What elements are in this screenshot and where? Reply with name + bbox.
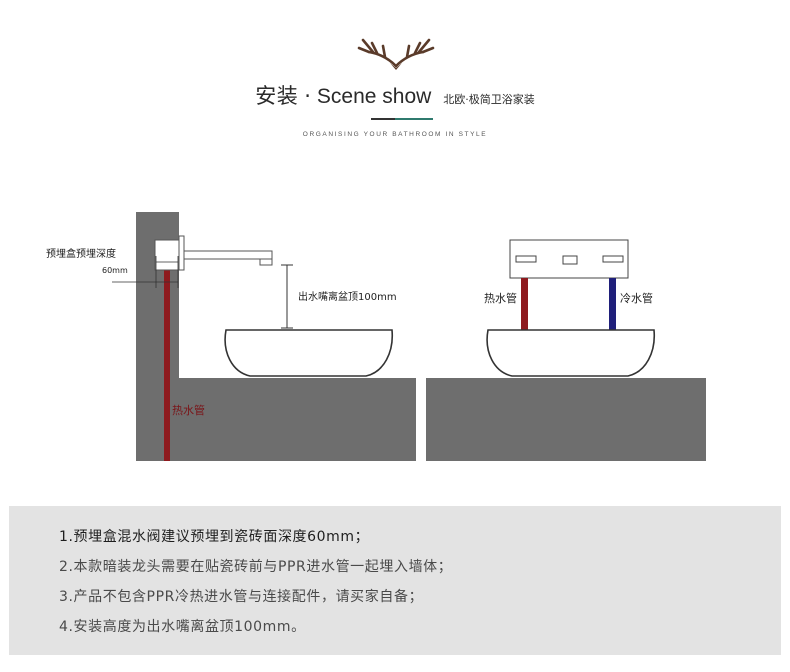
counter-top xyxy=(136,378,416,461)
title-cn: 安装 xyxy=(255,84,299,108)
right-hot-pipe-label: 热水管 xyxy=(484,291,517,305)
note-item: 4.安装高度为出水嘴离盆顶100mm。 xyxy=(59,619,306,635)
embedded-box xyxy=(154,239,180,271)
faucet-outlet xyxy=(259,258,273,266)
installation-diagram: 出水嘴离盆顶100mm 预埋盒预埋深度 60mm 热水管 热水管 冷水管 xyxy=(46,212,706,461)
wash-basin xyxy=(224,329,393,377)
left-installation-diagram: 出水嘴离盆顶100mm 预埋盒预埋深度 60mm 热水管 xyxy=(46,212,416,461)
installation-notes: 1.预埋盒混水阀建议预埋到瓷砖面深度60mm； 2.本款暗装龙头需要在贴瓷砖前与… xyxy=(9,506,781,655)
counter-top-right xyxy=(426,378,706,461)
cold-pipe xyxy=(609,278,616,330)
note-item: 1.预埋盒混水阀建议预埋到瓷砖面深度60mm； xyxy=(59,529,370,545)
faucet-plate xyxy=(178,235,185,271)
height-label: 出水嘴离盆顶100mm xyxy=(298,290,397,303)
antler-icon xyxy=(357,38,435,70)
note-item: 2.本款暗装龙头需要在贴瓷砖前与PPR进水管一起埋入墙体； xyxy=(59,559,453,575)
mixer-spout xyxy=(562,255,578,265)
hot-pipe-right xyxy=(521,278,528,330)
faucet-spout xyxy=(183,250,273,260)
title-dot: · xyxy=(304,84,311,108)
mixer-handle-left xyxy=(515,255,537,263)
mixer-handle-right xyxy=(602,255,624,263)
page-title: 安装 · Scene show 北欧·极简卫浴家装 xyxy=(0,80,790,110)
right-installation-diagram: 热水管 冷水管 xyxy=(426,239,706,461)
note-item: 3.产品不包含PPR冷热进水管与连接配件，请买家自备； xyxy=(59,589,424,605)
title-underline-dark xyxy=(371,118,395,120)
left-hot-pipe-label: 热水管 xyxy=(172,403,205,417)
title-subtitle: 北欧·极简卫浴家装 xyxy=(443,93,535,106)
wash-basin-right xyxy=(486,329,655,377)
depth-value-label: 60mm xyxy=(102,266,128,275)
header: 安装 · Scene show 北欧·极简卫浴家装 ORGANISING YOU… xyxy=(0,0,790,150)
right-cold-pipe-label: 冷水管 xyxy=(620,291,653,305)
box-depth-label: 预埋盒预埋深度 xyxy=(46,247,116,260)
tagline: ORGANISING YOUR BATHROOM IN STYLE xyxy=(302,131,488,138)
title-en: Scene show xyxy=(316,85,432,108)
hot-pipe xyxy=(164,262,170,461)
title-underline-green xyxy=(395,118,433,120)
